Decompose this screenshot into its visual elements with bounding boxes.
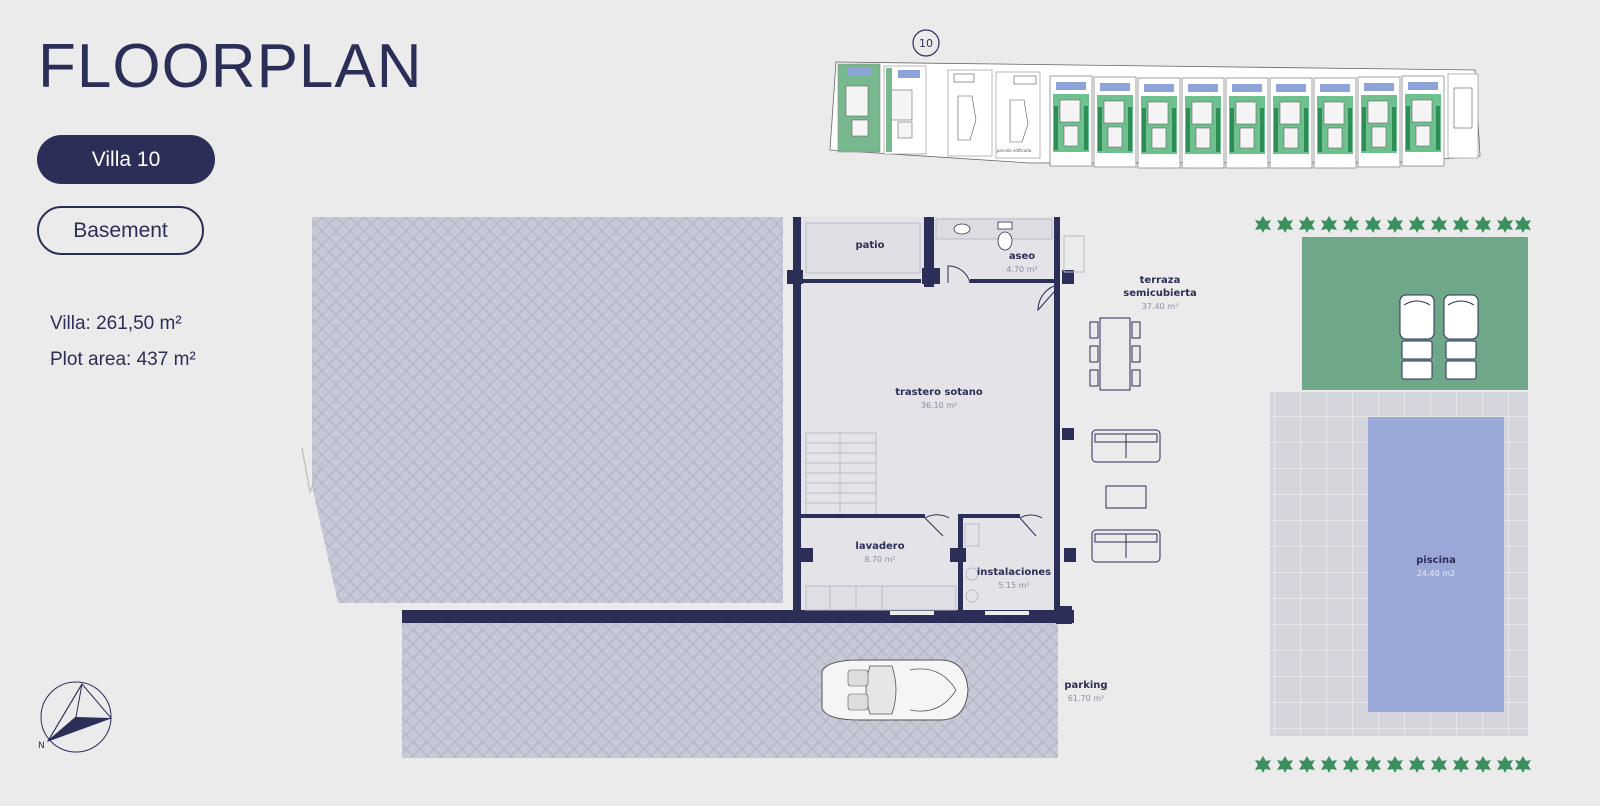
room-label-patio: patio (856, 240, 885, 251)
staircase-icon (805, 432, 877, 516)
pool (1368, 417, 1504, 712)
room-area-instalaciones: 5.15 m² (998, 581, 1029, 590)
villa-area-text: Villa: 261,50 m² (50, 313, 182, 334)
site-map-villa-left-a (837, 63, 881, 153)
room-label-lavadero: lavadero (855, 541, 904, 552)
site-map-lot-note: parcela edificada (997, 148, 1032, 153)
equipment-icons (964, 523, 980, 603)
villa-selector-button[interactable]: Villa 10 (37, 135, 215, 184)
site-map-villa-marker (912, 29, 940, 57)
sofa-icon (1091, 529, 1161, 563)
patio-room (805, 222, 921, 274)
area-stats: Villa: 261,50 m² Plot area: 437 m² (50, 306, 196, 378)
compass-icon: N (38, 681, 112, 753)
site-map-lot-empty-c (1447, 73, 1479, 159)
laundry-counter (805, 585, 957, 611)
car-icon (821, 659, 969, 721)
room-area-terraza: 37.40 m² (1142, 302, 1178, 311)
room-area-parking: 61.70 m² (1068, 694, 1104, 703)
site-map[interactable]: parcela edificada 10 (829, 29, 1481, 169)
sofa-icon (1091, 429, 1161, 463)
site-map-villa-left-b (883, 65, 927, 155)
room-label-instalaciones: instalaciones (977, 567, 1051, 578)
door-icons (924, 265, 1055, 537)
site-map-villa-number: 10 (919, 37, 933, 50)
side-garden-paving (312, 217, 783, 603)
dining-table-icon (1089, 317, 1141, 391)
page-title: FLOORPLAN (38, 32, 423, 101)
tree-row-bottom (1255, 756, 1531, 773)
tree-row-top (1255, 216, 1531, 233)
floor-selector-button[interactable]: Basement (37, 206, 204, 255)
room-label-aseo: aseo (1009, 251, 1035, 262)
room-area-trastero: 36.10 m² (921, 401, 957, 410)
sun-lounger-icon (1399, 294, 1435, 380)
compass-north-label: N (38, 741, 45, 751)
room-label-terraza-2: semicubierta (1123, 288, 1196, 299)
room-area-aseo: 4.70 m² (1006, 265, 1037, 274)
sun-lounger-icon (1443, 294, 1479, 380)
site-map-lot-empty-b: parcela edificada (995, 71, 1041, 159)
room-label-piscina: piscina (1416, 555, 1456, 566)
gate-icon (301, 447, 323, 495)
room-label-trastero: trastero sotano (895, 387, 983, 398)
room-label-terraza-1: terraza (1140, 275, 1181, 286)
room-area-piscina: 24.40 m2 (1417, 569, 1455, 578)
plot-area-text: Plot area: 437 m² (50, 349, 196, 370)
coffee-table-icon (1105, 485, 1147, 509)
room-label-parking: parking (1064, 680, 1107, 691)
bathroom-fixtures (935, 218, 1085, 273)
site-map-lot-empty-a (947, 69, 993, 157)
room-area-lavadero: 8.70 m² (864, 555, 895, 564)
